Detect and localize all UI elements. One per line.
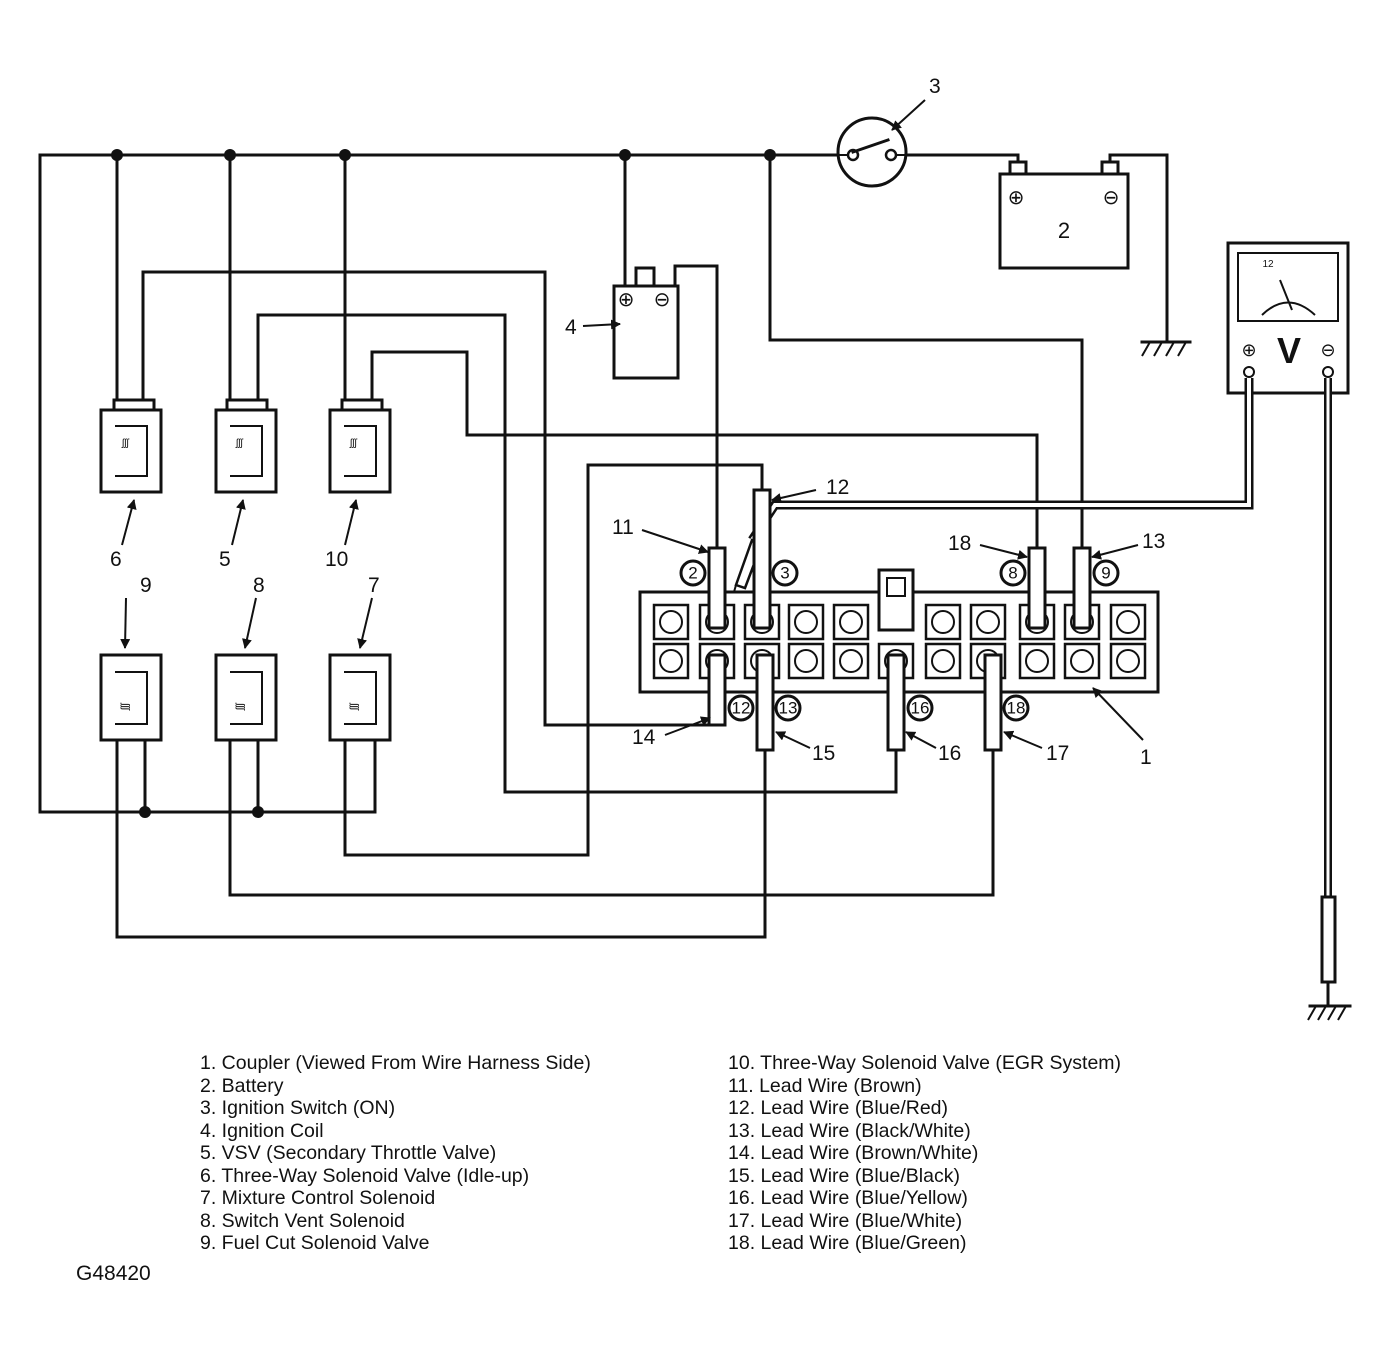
wire-pin-markers: 2 3 8 9 12 13 16 18: [679, 559, 1120, 722]
coupler-pin-circle: [659, 610, 683, 634]
legend-item: 7. Mixture Control Solenoid: [200, 1187, 436, 1209]
callout-3: 3: [929, 75, 941, 98]
coupler-pin-circle: [794, 649, 818, 673]
coupler-pin-circle: [1116, 649, 1140, 673]
callout-9: 9: [140, 574, 152, 597]
legend-item: 3. Ignition Switch (ON): [200, 1097, 396, 1119]
coupler-pin-circle: [659, 649, 683, 673]
svg-text:ʃʃʃ: ʃʃʃ: [121, 438, 129, 449]
callout-12: 12: [826, 476, 849, 499]
legend-item: 8. Switch Vent Solenoid: [200, 1209, 405, 1232]
callout-14: 14: [632, 726, 656, 749]
legend-item: 16. Lead Wire (Blue/Yellow): [728, 1187, 968, 1209]
svg-text:ʃʃʃ: ʃʃʃ: [349, 438, 357, 449]
legend-item: 14. Lead Wire (Brown/White): [728, 1142, 979, 1164]
voltmeter: 12 V ⊕ ⊖: [1226, 241, 1350, 395]
marker-pin-16: 16: [911, 699, 930, 718]
lead-wires: [707, 488, 1092, 752]
ignition-switch: [836, 116, 908, 188]
legend-item: 12. Lead Wire (Blue/Red): [728, 1097, 949, 1119]
ground-symbol-battery: [1140, 340, 1192, 357]
marker-pin-9: 9: [1101, 564, 1110, 583]
marker-pin-13: 13: [779, 699, 798, 718]
marker-pin-3: 3: [780, 564, 789, 583]
legend-item: 18. Lead Wire (Blue/Green): [728, 1232, 967, 1254]
marker-pin-8: 8: [1008, 564, 1017, 583]
legend-item: 6. Three-Way Solenoid Valve (Idle-up): [200, 1164, 530, 1187]
coupler-pin-circle: [794, 610, 818, 634]
meter-v-symbol: V: [1277, 330, 1301, 371]
junction-dots: [111, 149, 776, 818]
coupler-pins: [652, 603, 1147, 680]
svg-text:ʃʃʃ: ʃʃʃ: [235, 438, 243, 449]
ignition-coil: ⊕ ⊖: [612, 266, 680, 380]
callout-labels: 1 3 4 6 5 10 9 8 7 11 12 18 13 14 15 16 …: [110, 75, 1165, 769]
callout-10: 10: [325, 548, 348, 571]
battery-number: 2: [1058, 218, 1070, 243]
callout-11: 11: [612, 516, 634, 539]
marker-pin-18: 18: [1007, 699, 1026, 718]
legend-item: 13. Lead Wire (Black/White): [728, 1119, 971, 1142]
battery: ⊕ ⊖ 2: [998, 160, 1130, 270]
callout-17: 17: [1046, 742, 1069, 765]
coupler-pin-circle: [1116, 610, 1140, 634]
meter-scale-mark: 12: [1262, 259, 1274, 270]
ground-symbol-meter: [1307, 1004, 1352, 1021]
coupler-pin-circle: [839, 610, 863, 634]
marker-pin-2: 2: [688, 564, 697, 583]
legend-item: 17. Lead Wire (Blue/White): [728, 1209, 963, 1232]
solenoid-valves-top: ʃʃʃ ʃʃʃ ʃʃʃ: [99, 398, 392, 494]
svg-text:ʃʃʃ: ʃʃʃ: [120, 703, 131, 711]
legend-item: 15. Lead Wire (Blue/Black): [728, 1164, 960, 1187]
callout-15: 15: [812, 742, 835, 765]
solenoid-valves-bottom: ʃʃʃ ʃʃʃ ʃʃʃ: [99, 653, 392, 742]
callout-5: 5: [219, 548, 231, 571]
coupler-pin-circle: [931, 610, 955, 634]
battery-negative-symbol: ⊖: [1103, 187, 1120, 209]
legend-item: 5. VSV (Secondary Throttle Valve): [200, 1142, 497, 1164]
coil-negative-symbol: ⊖: [654, 289, 671, 311]
wiring-diagram: ⊕ ⊖ 2 ⊕ ⊖ ʃʃʃ ʃʃʃ ʃʃʃ ʃʃʃ: [38, 75, 1352, 1021]
legend-item: 2. Battery: [200, 1074, 284, 1097]
meter-negative-symbol: ⊖: [1320, 340, 1335, 360]
callout-8: 8: [253, 574, 265, 597]
legend-item: 10. Three-Way Solenoid Valve (EGR System…: [728, 1052, 1122, 1074]
legend-right: 10. Three-Way Solenoid Valve (EGR System…: [728, 1052, 1121, 1255]
coupler-pin-circle: [839, 649, 863, 673]
coupler-pin-circle: [1070, 649, 1094, 673]
coupler-pin-circle: [931, 649, 955, 673]
coupler-pin-circle: [1025, 649, 1049, 673]
legend-item: 4. Ignition Coil: [200, 1119, 324, 1142]
legend-item: 9. Fuel Cut Solenoid Valve: [200, 1232, 430, 1254]
callout-7: 7: [368, 574, 380, 597]
svg-text:ʃʃʃ: ʃʃʃ: [235, 703, 246, 711]
coil-positive-symbol: ⊕: [618, 289, 635, 311]
callout-6: 6: [110, 548, 122, 571]
meter-positive-symbol: ⊕: [1241, 340, 1256, 360]
coupler-pin-circle: [976, 610, 1000, 634]
marker-pin-12: 12: [732, 699, 751, 718]
callout-4: 4: [565, 316, 577, 339]
figure-id: G48420: [76, 1262, 151, 1285]
callout-1: 1: [1140, 746, 1152, 769]
callout-16: 16: [938, 742, 961, 765]
battery-positive-symbol: ⊕: [1008, 187, 1025, 209]
legend-item: 1. Coupler (Viewed From Wire Harness Sid…: [200, 1052, 591, 1074]
svg-text:ʃʃʃ: ʃʃʃ: [349, 703, 360, 711]
legend-item: 11. Lead Wire (Brown): [728, 1074, 922, 1097]
callout-18: 18: [948, 532, 971, 555]
callout-arrows: [120, 99, 1144, 749]
legend-left: 1. Coupler (Viewed From Wire Harness Sid…: [200, 1052, 591, 1255]
callout-13: 13: [1142, 530, 1165, 553]
